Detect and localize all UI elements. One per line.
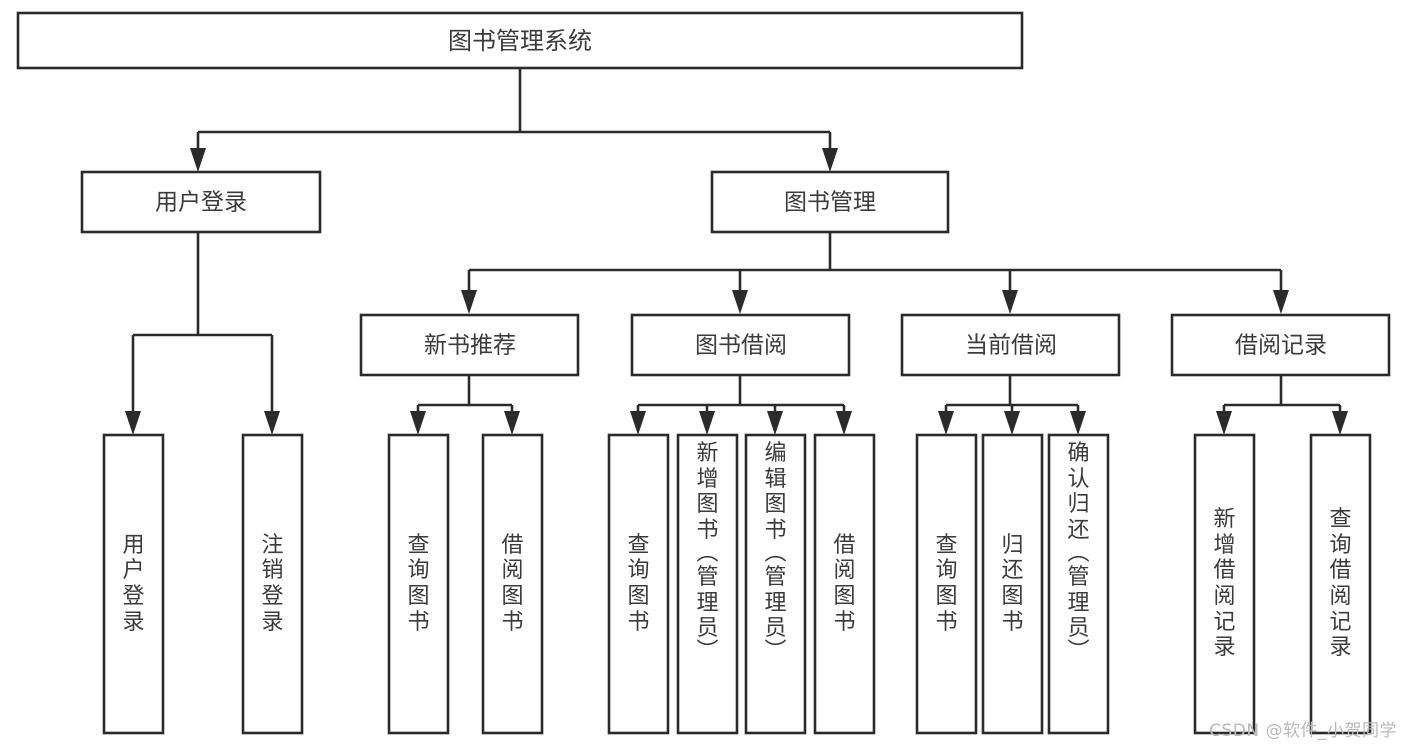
arrow-to-book-manage — [822, 148, 838, 172]
node-root-label: 图书管理系统 — [448, 27, 592, 55]
node-user-login-box[interactable] — [80, 170, 322, 234]
node-user-login[interactable]: 用户登录 — [80, 170, 322, 234]
node-leaf-borrow-book-1-box[interactable] — [481, 433, 544, 735]
arrow-leaf-edit-book — [767, 411, 783, 435]
arrow-leaf-add-record — [1216, 411, 1232, 435]
node-leaf-query-book-2-box[interactable] — [607, 433, 670, 735]
connector-group — [125, 68, 1348, 435]
node-leaf-edit-book-box[interactable] — [744, 433, 807, 735]
node-current-borrow-label: 当前借阅 — [965, 333, 1057, 359]
arrow-to-user-login — [190, 148, 206, 172]
node-leaf-return-book-box[interactable] — [981, 433, 1044, 735]
node-borrow-record-label: 借阅记录 — [1235, 333, 1327, 359]
arrow-to-book-borrow — [732, 290, 748, 314]
node-borrow-record[interactable]: 借阅记录 — [1170, 313, 1391, 377]
leaf-box-group — [102, 433, 1372, 735]
node-new-book-recommend[interactable]: 新书推荐 — [359, 313, 580, 377]
node-current-borrow[interactable]: 当前借阅 — [900, 313, 1121, 377]
arrow-leaf-borrow-book-1 — [504, 411, 520, 435]
node-leaf-user-login-box[interactable] — [102, 433, 165, 735]
arrow-to-borrow-record — [1273, 290, 1289, 314]
arrow-leaf-logout — [264, 411, 280, 435]
node-leaf-add-record-box[interactable] — [1193, 433, 1256, 735]
arrow-to-current-borrow — [1002, 290, 1018, 314]
arrow-leaf-return-book — [1004, 411, 1020, 435]
arrow-leaf-query-record — [1332, 411, 1348, 435]
node-user-login-label: 用户登录 — [155, 190, 247, 216]
node-new-book-recommend-box[interactable] — [359, 313, 580, 377]
node-current-borrow-box[interactable] — [900, 313, 1121, 377]
node-book-borrow-label: 图书借阅 — [695, 333, 787, 359]
node-new-book-recommend-label: 新书推荐 — [424, 333, 516, 359]
node-root-box[interactable] — [16, 11, 1024, 70]
node-book-borrow-box[interactable] — [630, 313, 851, 377]
node-book-manage-box[interactable] — [710, 170, 950, 234]
arrow-leaf-borrow-book-2 — [836, 411, 852, 435]
arrow-to-new-book — [461, 290, 477, 314]
node-root[interactable]: 图书管理系统 — [16, 11, 1024, 70]
node-leaf-confirm-return-box[interactable] — [1047, 433, 1110, 735]
node-leaf-query-record-box[interactable] — [1309, 433, 1372, 735]
node-book-manage[interactable]: 图书管理 — [710, 170, 950, 234]
node-leaf-query-book-1-box[interactable] — [387, 433, 450, 735]
arrow-leaf-user-login — [125, 411, 141, 435]
csdn-watermark: CSDN @软件_小贺同学 — [1209, 721, 1397, 741]
arrow-leaf-query-book-1 — [410, 411, 426, 435]
node-book-manage-label: 图书管理 — [784, 190, 876, 216]
arrow-leaf-confirm-return — [1070, 411, 1086, 435]
arrow-leaf-add-book — [699, 411, 715, 435]
node-borrow-record-box[interactable] — [1170, 313, 1391, 377]
arrow-leaf-query-book-3 — [938, 411, 954, 435]
node-leaf-logout-box[interactable] — [241, 433, 304, 735]
node-book-borrow[interactable]: 图书借阅 — [630, 313, 851, 377]
node-leaf-query-book-3-box[interactable] — [915, 433, 978, 735]
arrow-leaf-query-book-2 — [630, 411, 646, 435]
node-leaf-add-book-box[interactable] — [676, 433, 739, 735]
node-leaf-borrow-book-2-box[interactable] — [813, 433, 876, 735]
